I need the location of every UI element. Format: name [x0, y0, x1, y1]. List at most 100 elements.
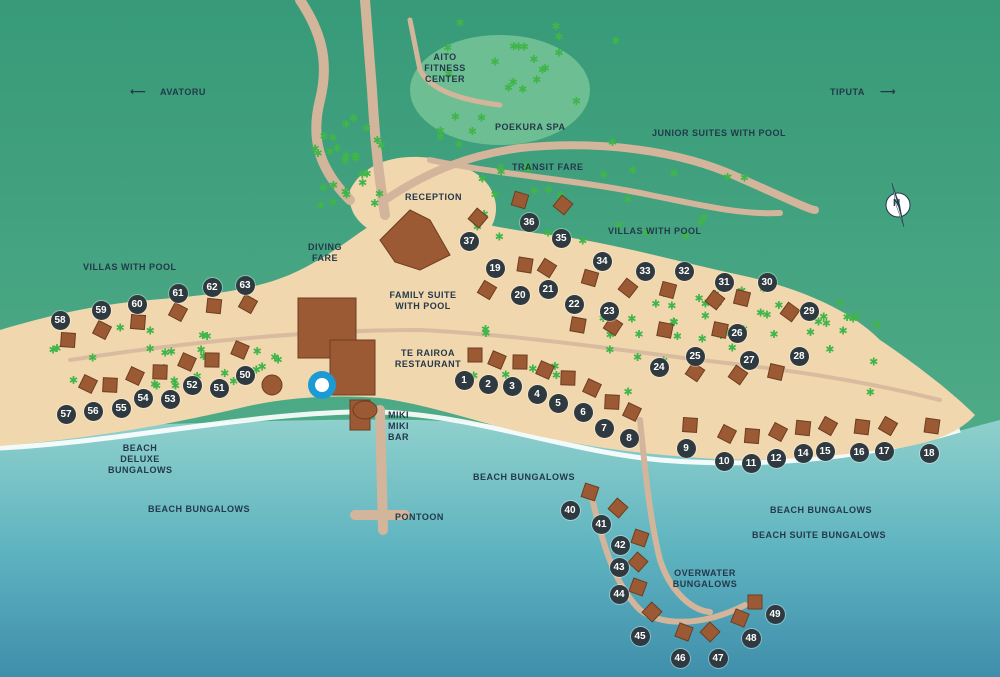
unit-marker-50[interactable]: 50	[235, 365, 255, 385]
palm-tree-icon: ✱	[320, 130, 329, 143]
palm-tree-icon: ✱	[524, 163, 533, 176]
palm-tree-icon: ✱	[544, 184, 553, 197]
palm-tree-icon: ✱	[634, 328, 643, 341]
unit-marker-30[interactable]: 30	[757, 272, 777, 292]
palm-tree-icon: ✱	[554, 47, 563, 60]
unit-marker-46[interactable]: 46	[670, 648, 690, 668]
unit-marker-45[interactable]: 45	[630, 626, 650, 646]
unit-marker-11[interactable]: 11	[741, 453, 761, 473]
unit-marker-3[interactable]: 3	[502, 376, 522, 396]
palm-tree-icon: ✱	[436, 130, 445, 143]
label-aito-fitness: AITO FITNESS CENTER	[424, 52, 466, 84]
bungalow-roof	[536, 257, 558, 279]
palm-tree-icon: ✱	[608, 136, 617, 149]
unit-marker-53[interactable]: 53	[160, 389, 180, 409]
unit-marker-42[interactable]: 42	[610, 535, 630, 555]
unit-marker-22[interactable]: 22	[564, 294, 584, 314]
bungalow-roof	[877, 415, 899, 437]
unit-marker-58[interactable]: 58	[50, 310, 70, 330]
unit-marker-34[interactable]: 34	[592, 251, 612, 271]
unit-marker-61[interactable]: 61	[168, 283, 188, 303]
palm-tree-icon: ✱	[252, 363, 261, 376]
palm-tree-icon: ✱	[454, 138, 463, 151]
palm-tree-icon: ✱	[530, 184, 539, 197]
main-pool	[308, 371, 336, 399]
unit-marker-62[interactable]: 62	[202, 277, 222, 297]
unit-marker-51[interactable]: 51	[209, 378, 229, 398]
unit-marker-31[interactable]: 31	[714, 272, 734, 292]
unit-marker-48[interactable]: 48	[741, 628, 761, 648]
label-te-rairoa-restaurant: TE RAIROA RESTAURANT	[394, 348, 462, 369]
palm-tree-icon: ✱	[199, 350, 208, 363]
palm-tree-icon: ✱	[270, 351, 279, 364]
unit-marker-18[interactable]: 18	[919, 443, 939, 463]
unit-marker-27[interactable]: 27	[739, 350, 759, 370]
unit-marker-8[interactable]: 8	[619, 428, 639, 448]
unit-marker-44[interactable]: 44	[609, 584, 629, 604]
unit-marker-19[interactable]: 19	[485, 258, 505, 278]
palm-tree-icon: ✱	[866, 386, 875, 399]
palm-tree-icon: ✱	[491, 188, 500, 201]
unit-marker-12[interactable]: 12	[766, 448, 786, 468]
unit-marker-37[interactable]: 37	[459, 231, 479, 251]
palm-tree-icon: ✱	[342, 150, 351, 163]
unit-marker-49[interactable]: 49	[765, 604, 785, 624]
unit-marker-2[interactable]: 2	[478, 374, 498, 394]
bungalow-roof	[704, 289, 726, 311]
palm-tree-icon: ✱	[373, 134, 382, 147]
palm-tree-icon: ✱	[202, 330, 211, 343]
unit-marker-36[interactable]: 36	[519, 212, 539, 232]
unit-marker-5[interactable]: 5	[548, 393, 568, 413]
palm-tree-icon: ✱	[627, 313, 636, 326]
unit-marker-32[interactable]: 32	[674, 261, 694, 281]
unit-marker-60[interactable]: 60	[127, 294, 147, 314]
unit-marker-56[interactable]: 56	[83, 401, 103, 421]
palm-tree-icon: ✱	[342, 189, 351, 202]
unit-marker-7[interactable]: 7	[594, 418, 614, 438]
unit-marker-20[interactable]: 20	[510, 285, 530, 305]
unit-marker-52[interactable]: 52	[182, 375, 202, 395]
unit-marker-29[interactable]: 29	[799, 301, 819, 321]
bungalow-roof	[627, 551, 649, 573]
palm-tree-icon: ✱	[835, 297, 844, 310]
palm-tree-icon: ✱	[523, 160, 532, 173]
bungalow-roof	[580, 268, 600, 288]
unit-marker-23[interactable]: 23	[599, 301, 619, 321]
bungalow-roof	[730, 608, 750, 628]
unit-marker-55[interactable]: 55	[111, 398, 131, 418]
unit-marker-24[interactable]: 24	[649, 357, 669, 377]
unit-marker-54[interactable]: 54	[133, 388, 153, 408]
palm-tree-icon: ✱	[273, 353, 282, 366]
unit-marker-59[interactable]: 59	[91, 300, 111, 320]
unit-marker-33[interactable]: 33	[635, 261, 655, 281]
unit-marker-17[interactable]: 17	[874, 441, 894, 461]
unit-marker-43[interactable]: 43	[609, 557, 629, 577]
unit-marker-1[interactable]: 1	[454, 370, 474, 390]
unit-marker-41[interactable]: 41	[591, 514, 611, 534]
unit-marker-25[interactable]: 25	[685, 346, 705, 366]
unit-marker-9[interactable]: 9	[676, 438, 696, 458]
palm-tree-icon: ✱	[351, 152, 360, 165]
unit-marker-40[interactable]: 40	[560, 500, 580, 520]
unit-marker-57[interactable]: 57	[56, 404, 76, 424]
unit-marker-21[interactable]: 21	[538, 279, 558, 299]
palm-tree-icon: ✱	[611, 35, 620, 48]
unit-marker-15[interactable]: 15	[815, 441, 835, 461]
palm-tree-icon: ✱	[529, 53, 538, 66]
palm-tree-icon: ✱	[358, 176, 367, 189]
unit-marker-10[interactable]: 10	[714, 451, 734, 471]
palm-tree-icon: ✱	[606, 329, 615, 342]
unit-marker-35[interactable]: 35	[551, 228, 571, 248]
unit-marker-63[interactable]: 63	[235, 275, 255, 295]
unit-marker-16[interactable]: 16	[849, 442, 869, 462]
unit-marker-6[interactable]: 6	[573, 402, 593, 422]
unit-marker-14[interactable]: 14	[793, 443, 813, 463]
unit-marker-4[interactable]: 4	[527, 384, 547, 404]
unit-marker-28[interactable]: 28	[789, 346, 809, 366]
unit-marker-47[interactable]: 47	[708, 648, 728, 668]
unit-marker-26[interactable]: 26	[727, 323, 747, 343]
palm-tree-icon: ✱	[572, 95, 581, 108]
palm-tree-icon: ✱	[872, 318, 881, 331]
bungalow-roof	[569, 316, 587, 334]
palm-tree-icon: ✱	[701, 298, 710, 311]
